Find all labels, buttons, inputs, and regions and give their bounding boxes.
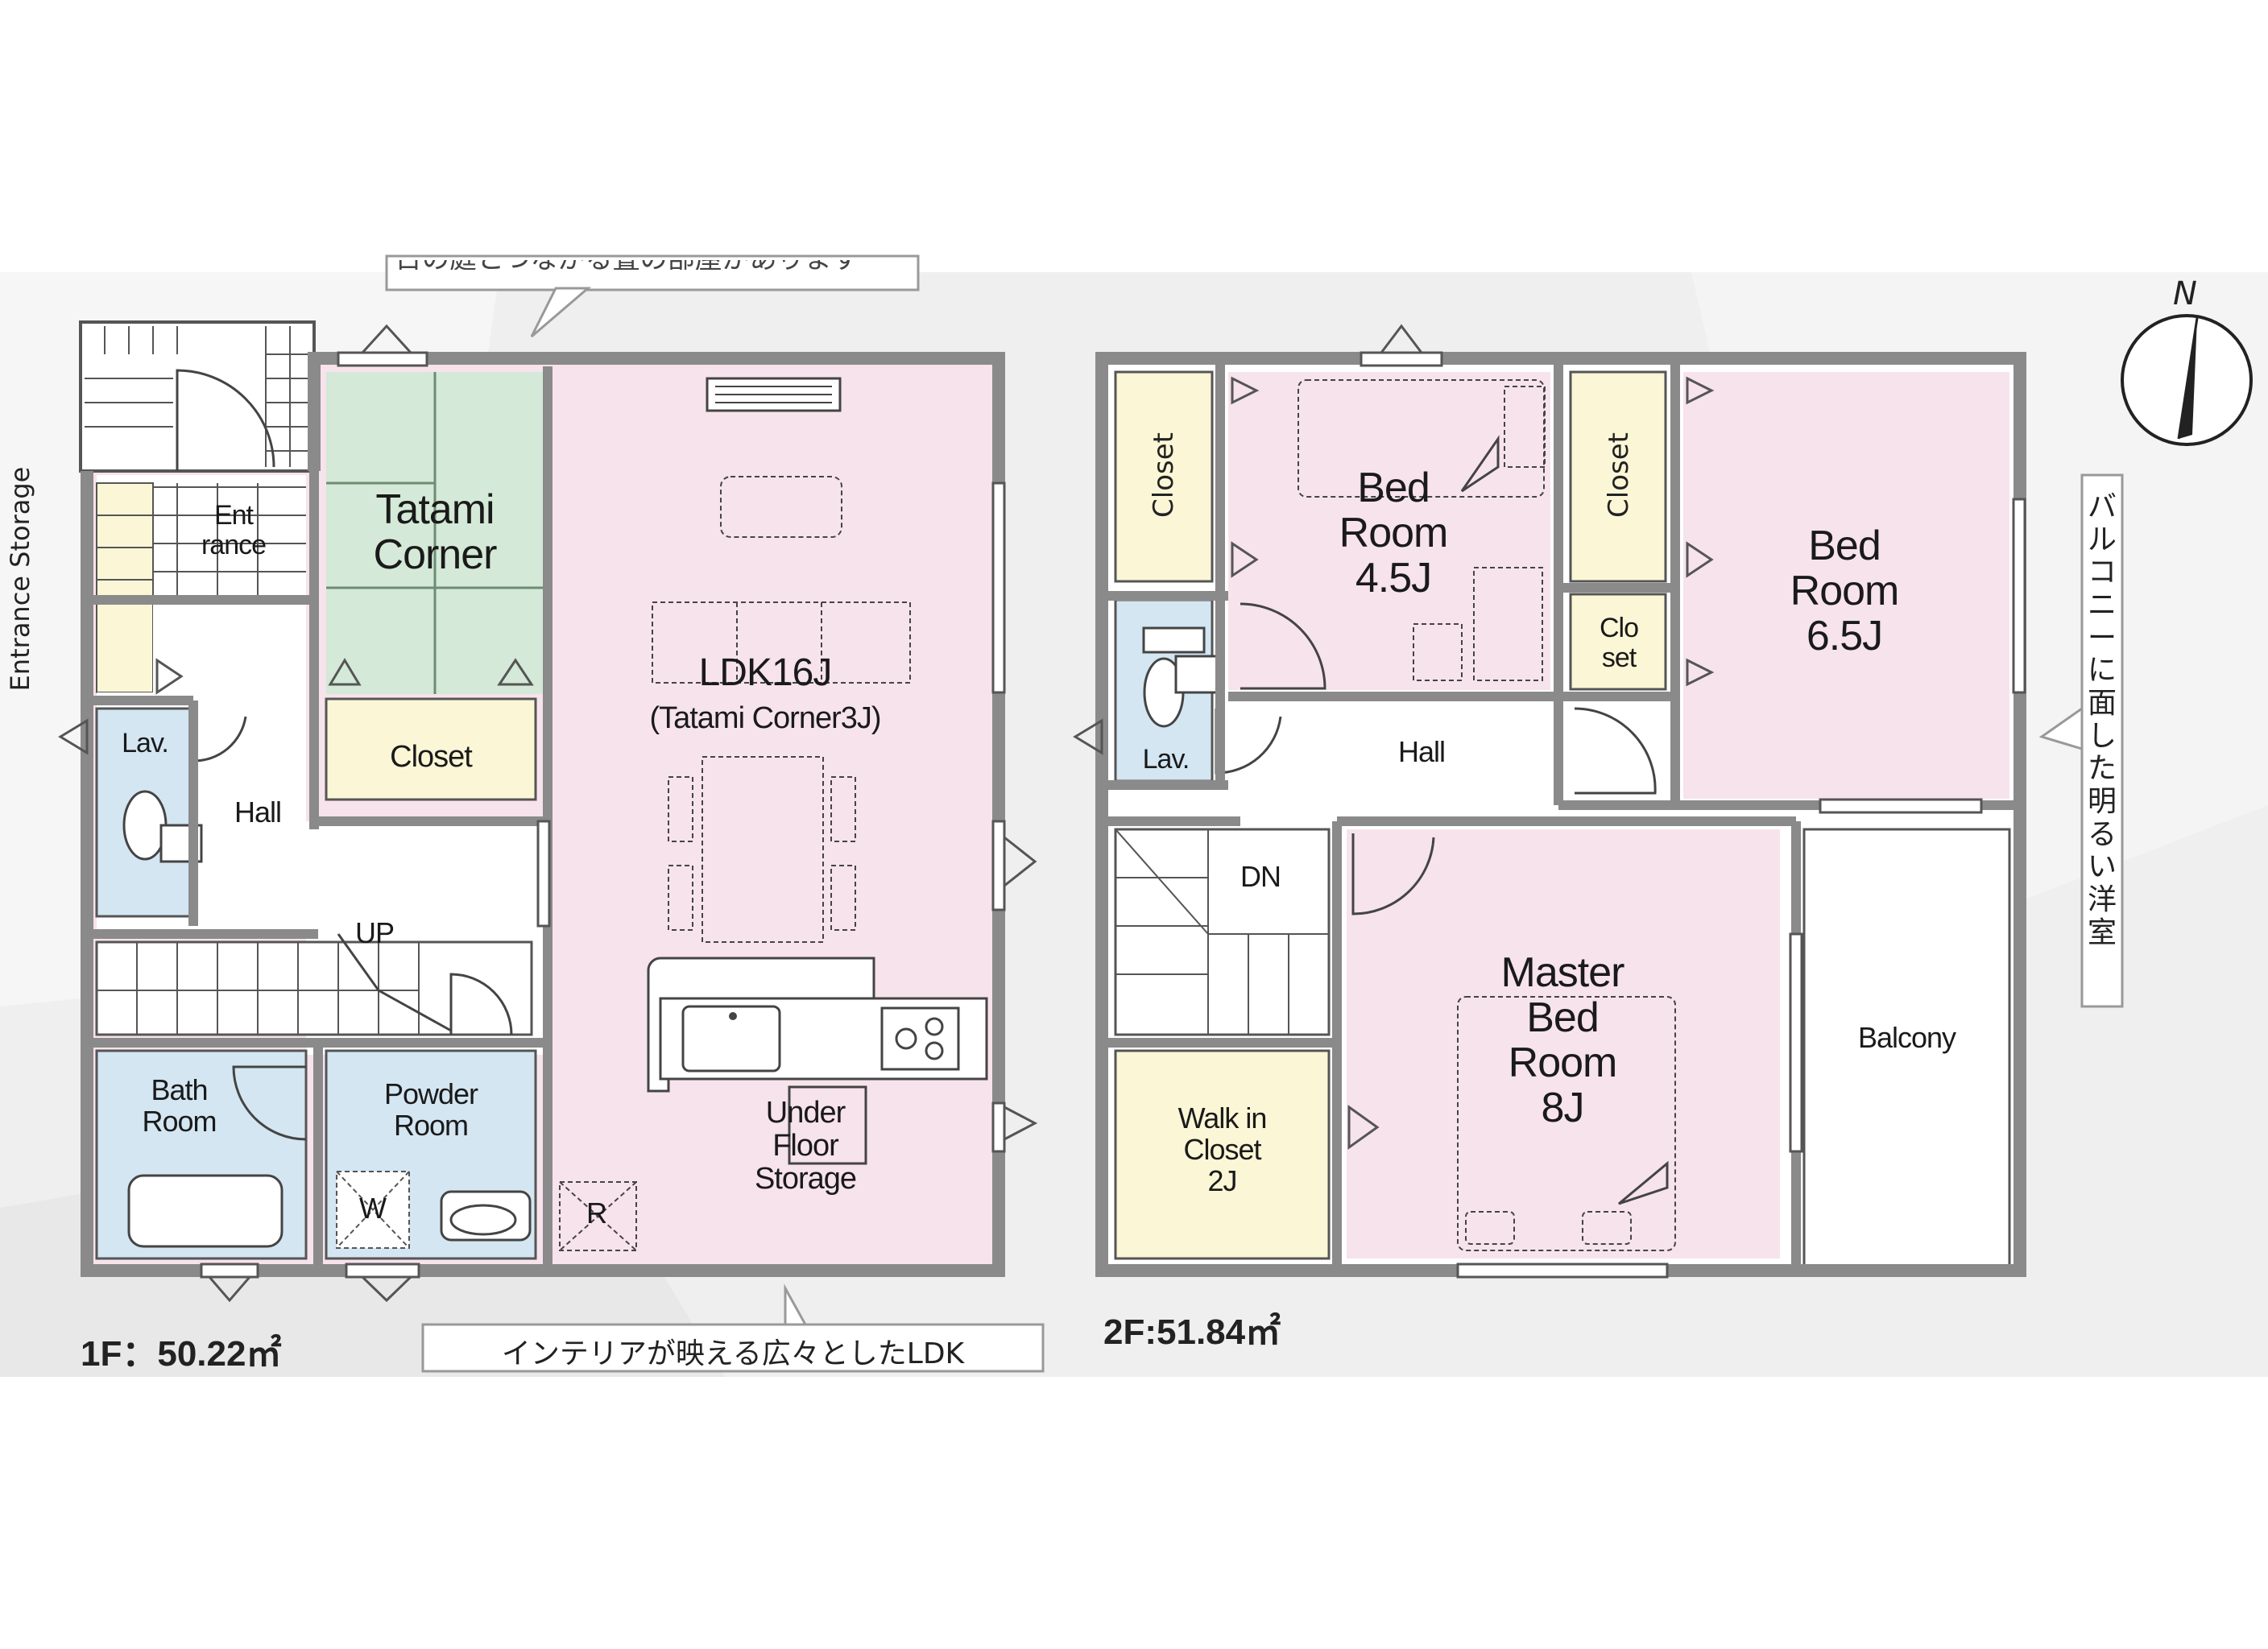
dn-label: DN (1240, 860, 1281, 893)
closet-2f-left-label: Closet (1148, 432, 1180, 518)
tatami-corner-label: Tatami Corner (373, 486, 498, 579)
bed-room-45-label: Bed Room 4.5J (1339, 465, 1449, 602)
walk-in-closet-label: Walk in Closet 2J (1177, 1101, 1268, 1197)
entrance-door (176, 369, 275, 471)
ldk-callout-text: インテリアが映える広々としたLDK (501, 1337, 965, 1370)
balcony-callout-text: バルコニーに面した明るい洋室 (2087, 490, 2117, 949)
north-arrow (2121, 314, 2253, 446)
washer-label: W (359, 1192, 387, 1225)
balcony-label: Balcony (1857, 1021, 1956, 1054)
area-1f-label: 1F：50.22㎡ (81, 1334, 282, 1374)
closet-2f-small (1569, 593, 1667, 691)
top-banner-text: 日の庭とつながる畳の部屋があります (395, 246, 859, 270)
closet-2f-small-label: Clo set (1599, 613, 1639, 673)
closet-1f-label: Closet (390, 740, 473, 774)
bath-room-label: Bath Room (142, 1073, 217, 1138)
closet-2f-mid (1569, 370, 1667, 583)
bed-room-65 (1683, 372, 2009, 799)
entrance-storage-label: Entrance Storage (5, 466, 35, 692)
fridge-label: R (586, 1196, 607, 1230)
porch (81, 322, 314, 471)
top-banner-callout (385, 254, 920, 338)
hall-2f-label: Hall (1397, 735, 1446, 768)
closet-1f (325, 697, 537, 801)
up-label: UP (354, 916, 395, 949)
powder-room-label: Powder Room (383, 1077, 478, 1142)
entrance-storage (96, 482, 154, 693)
under-floor-storage-label: Under Floor Storage (754, 1096, 857, 1196)
stairs-1f (95, 940, 533, 1036)
bed-room-65-label: Bed Room 6.5J (1790, 523, 1900, 660)
balcony (1802, 828, 2011, 1270)
master-bed-room-label: Master Bed Room 8J (1500, 949, 1625, 1132)
north-label: N (2173, 275, 2197, 312)
entrance-tiles (153, 483, 306, 596)
closet-2f-left (1114, 370, 1214, 583)
balcony-callout-box (2038, 473, 2124, 1008)
lav-1f-label: Lav. (122, 728, 169, 758)
bed-room-45 (1228, 372, 1550, 690)
ldk-callout-box (421, 1283, 1045, 1373)
hall-1f-label: Hall (234, 796, 282, 829)
area-2f-label: 2F:51.84㎡ (1103, 1312, 1281, 1352)
stairs-2f (1114, 828, 1331, 1036)
ldk-sub-label: (Tatami Corner3J) (649, 701, 881, 735)
closet-2f-mid-label: Closet (1603, 432, 1635, 518)
walk-in-closet (1114, 1049, 1331, 1260)
entrance-label: Ent rance (201, 500, 267, 560)
lav-2f-label: Lav. (1142, 744, 1190, 775)
master-bed-room (1347, 829, 1780, 1258)
ldk-label: LDK16J (698, 651, 833, 694)
